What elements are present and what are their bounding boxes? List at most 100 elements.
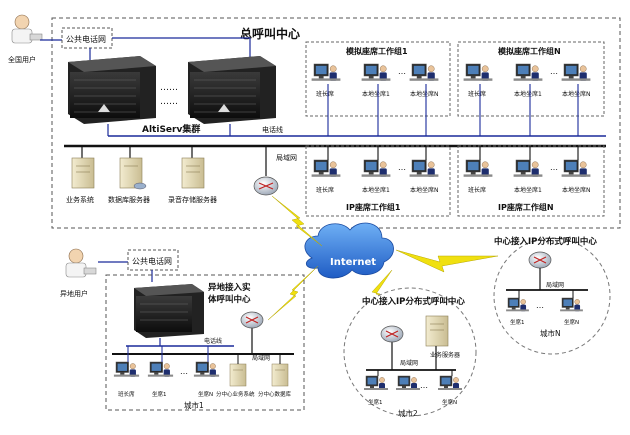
city2-server-label: 业务服务器 xyxy=(430,351,460,359)
agent-label: 本地坐席N xyxy=(562,186,591,194)
agent-station-icon xyxy=(361,63,391,81)
remote-agent-label: 班长席 xyxy=(118,390,135,398)
cityn-router-icon xyxy=(528,251,552,269)
agent-label: 本地坐席N xyxy=(410,186,439,194)
more-agents-dots: … xyxy=(180,367,188,376)
agent-station-icon xyxy=(361,159,391,177)
cityn-circle xyxy=(493,237,611,355)
city2-agent-label: 坐席N xyxy=(442,398,457,406)
agent-label: 本地坐席N xyxy=(562,90,591,98)
remote-title-line1: 异地接入实 xyxy=(208,282,251,293)
server-label-business: 业务系统 xyxy=(66,195,94,204)
remote-lan-label: 局域网 xyxy=(252,354,270,362)
cluster-dots-2: …… xyxy=(160,97,178,107)
city2-agent-label: 坐席1 xyxy=(368,398,383,406)
more-agents-dots: … xyxy=(550,163,558,172)
pstn-remote-box xyxy=(127,249,179,271)
agent-station-icon xyxy=(311,159,341,177)
agent-label: 本地坐席1 xyxy=(514,90,542,98)
city2-lan-label: 局域网 xyxy=(400,359,418,367)
agent-label: 本地坐席N xyxy=(410,90,439,98)
internet-label: Internet xyxy=(330,257,376,268)
more-agents-dots: … xyxy=(420,381,428,390)
remote-router-icon xyxy=(240,311,264,329)
agent-station-icon xyxy=(463,63,493,81)
national-user-icon xyxy=(11,14,43,44)
remote-agent-label: 坐席1 xyxy=(152,390,167,398)
more-agents-dots: … xyxy=(550,67,558,76)
remote-users-label: 异地用户 xyxy=(60,289,88,298)
more-agents-dots: … xyxy=(398,163,406,172)
city2-business-server xyxy=(425,315,449,347)
cityn-city-label: 城市N xyxy=(540,328,561,338)
agent-label: 本地坐席1 xyxy=(362,90,390,98)
remote-server-icon xyxy=(271,363,289,387)
workgroup-title-4: IP座席工作组N xyxy=(498,202,554,212)
city2-agent-station-icon xyxy=(364,375,388,390)
national-users-label: 全国用户 xyxy=(8,55,36,64)
server-label-database: 数据库服务器 xyxy=(108,195,150,204)
server-label-recording: 录音存储服务器 xyxy=(168,195,217,204)
agent-label: 班长席 xyxy=(468,186,486,194)
agent-label: 本地坐席1 xyxy=(362,186,390,194)
agent-label: 班长席 xyxy=(316,90,334,98)
lan-label: 局域网 xyxy=(276,153,297,162)
cluster-rack-1 xyxy=(68,56,156,124)
internet-cloud xyxy=(304,222,394,279)
agent-label: 本地坐席1 xyxy=(514,186,542,194)
remote-title-line2: 体呼叫中心 xyxy=(208,294,251,305)
remote-server-label: 分中心数据库 xyxy=(258,390,292,398)
city2-title: 中心接入IP分布式呼叫中心 xyxy=(362,296,465,307)
pstn-remote-label: 公共电话网 xyxy=(132,256,172,266)
remote-phone-line-label: 电话线 xyxy=(204,337,222,345)
center-title: 总呼叫中心 xyxy=(240,26,300,41)
remote-agent-label: 坐席N xyxy=(198,390,213,398)
workgroup-frame-4 xyxy=(457,145,605,217)
agent-station-icon xyxy=(311,63,341,81)
workgroup-title-3: IP座席工作组1 xyxy=(346,202,401,212)
agent-station-icon xyxy=(513,159,543,177)
workgroup-frame-2 xyxy=(457,41,605,117)
business-server-icon xyxy=(71,146,95,189)
remote-user-icon xyxy=(65,248,97,278)
city2-agent-station-icon xyxy=(438,375,462,390)
cityn-agent-label: 坐席N xyxy=(564,318,579,326)
cluster-rack-2 xyxy=(188,56,276,124)
workgroup-title-2: 模拟座席工作组N xyxy=(498,46,561,56)
agent-station-icon xyxy=(463,159,493,177)
remote-city-label: 城市1 xyxy=(184,400,204,410)
agent-station-icon xyxy=(409,63,439,81)
city2-router-icon xyxy=(380,325,404,343)
agent-station-icon xyxy=(561,159,591,177)
pstn-top-label: 公共电话网 xyxy=(66,34,106,44)
cityn-agent-station-icon xyxy=(560,297,583,312)
more-agents-dots: … xyxy=(536,301,544,310)
cluster-dots-1: …… xyxy=(160,83,178,93)
database-server-icon xyxy=(119,146,147,190)
city2-agent-station-icon xyxy=(396,375,420,390)
cityn-lan-label: 局域网 xyxy=(546,281,564,289)
agent-station-icon xyxy=(513,63,543,81)
workgroup-title-1: 模拟座席工作组1 xyxy=(346,46,408,56)
more-agents-dots: … xyxy=(398,67,406,76)
recording-server-icon xyxy=(181,146,205,189)
remote-agent-station-icon xyxy=(147,361,174,377)
main-center-frame xyxy=(51,17,621,229)
agent-label: 班长席 xyxy=(468,90,486,98)
remote-server-label: 分中心业务系统 xyxy=(216,390,255,398)
main-router-icon xyxy=(253,176,279,196)
remote-agent-station-icon xyxy=(193,361,220,377)
agent-station-icon xyxy=(561,63,591,81)
agent-station-icon xyxy=(409,159,439,177)
cluster-label: AltiServ集群 xyxy=(142,123,200,135)
cityn-agent-label: 坐席1 xyxy=(510,318,525,326)
remote-rack xyxy=(134,284,204,338)
cityn-title: 中心接入IP分布式呼叫中心 xyxy=(494,236,597,247)
remote-server-icon xyxy=(229,363,247,387)
remote-agent-station-icon xyxy=(113,361,140,377)
cityn-agent-station-icon xyxy=(506,297,529,312)
phone-line-label: 电话线 xyxy=(262,125,283,134)
city2-city-label: 城市2 xyxy=(398,408,418,418)
agent-label: 班长席 xyxy=(316,186,334,194)
